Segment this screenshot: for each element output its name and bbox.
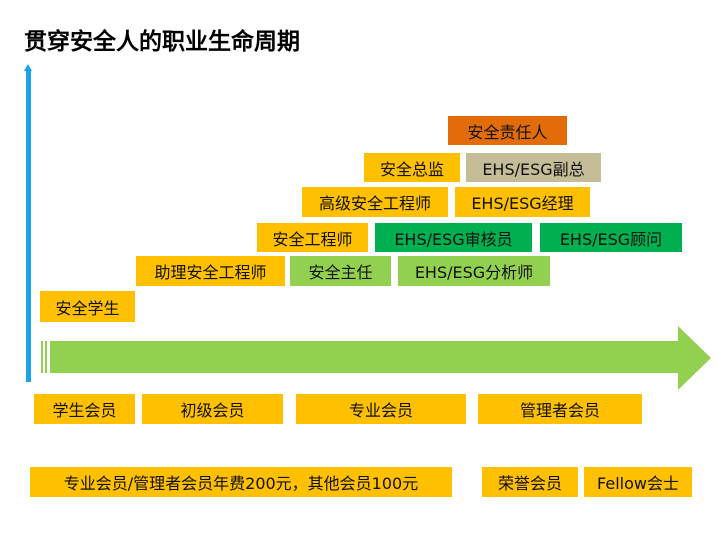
role-assistant-safety-engineer: 助理安全工程师 <box>136 256 285 286</box>
role-ehs-analyst: EHS/ESG分析师 <box>398 256 550 286</box>
fee-note: 专业会员/管理者会员年费200元，其他会员100元 <box>30 467 452 497</box>
progression-arrow <box>40 326 712 390</box>
role-senior-safety-engineer: 高级安全工程师 <box>302 187 448 217</box>
role-ehs-auditor: EHS/ESG审核员 <box>375 223 532 252</box>
membership-professional: 专业会员 <box>296 394 466 424</box>
page-title: 贯穿安全人的职业生命周期 <box>24 29 300 55</box>
membership-student: 学生会员 <box>34 394 135 424</box>
arrow-body <box>50 326 711 390</box>
membership-junior: 初级会员 <box>142 394 283 424</box>
membership-honorary: 荣誉会员 <box>482 467 578 497</box>
arrow-tail-stripe <box>41 341 43 373</box>
role-safety-director: 安全总监 <box>364 153 460 182</box>
role-ehs-deputy-gm: EHS/ESG副总 <box>466 153 601 182</box>
role-ehs-manager: EHS/ESG经理 <box>455 187 590 217</box>
role-safety-engineer: 安全工程师 <box>257 223 368 252</box>
membership-manager: 管理者会员 <box>478 394 642 424</box>
career-axis-arrowhead <box>24 64 32 71</box>
career-axis <box>26 70 31 382</box>
role-safety-owner: 安全责任人 <box>448 116 567 145</box>
role-safety-student: 安全学生 <box>40 291 135 322</box>
role-safety-supervisor: 安全主任 <box>290 256 391 286</box>
arrow-tail-stripe <box>45 341 47 373</box>
role-ehs-consultant: EHS/ESG顾问 <box>540 223 682 252</box>
membership-fellow: Fellow会士 <box>584 467 692 497</box>
